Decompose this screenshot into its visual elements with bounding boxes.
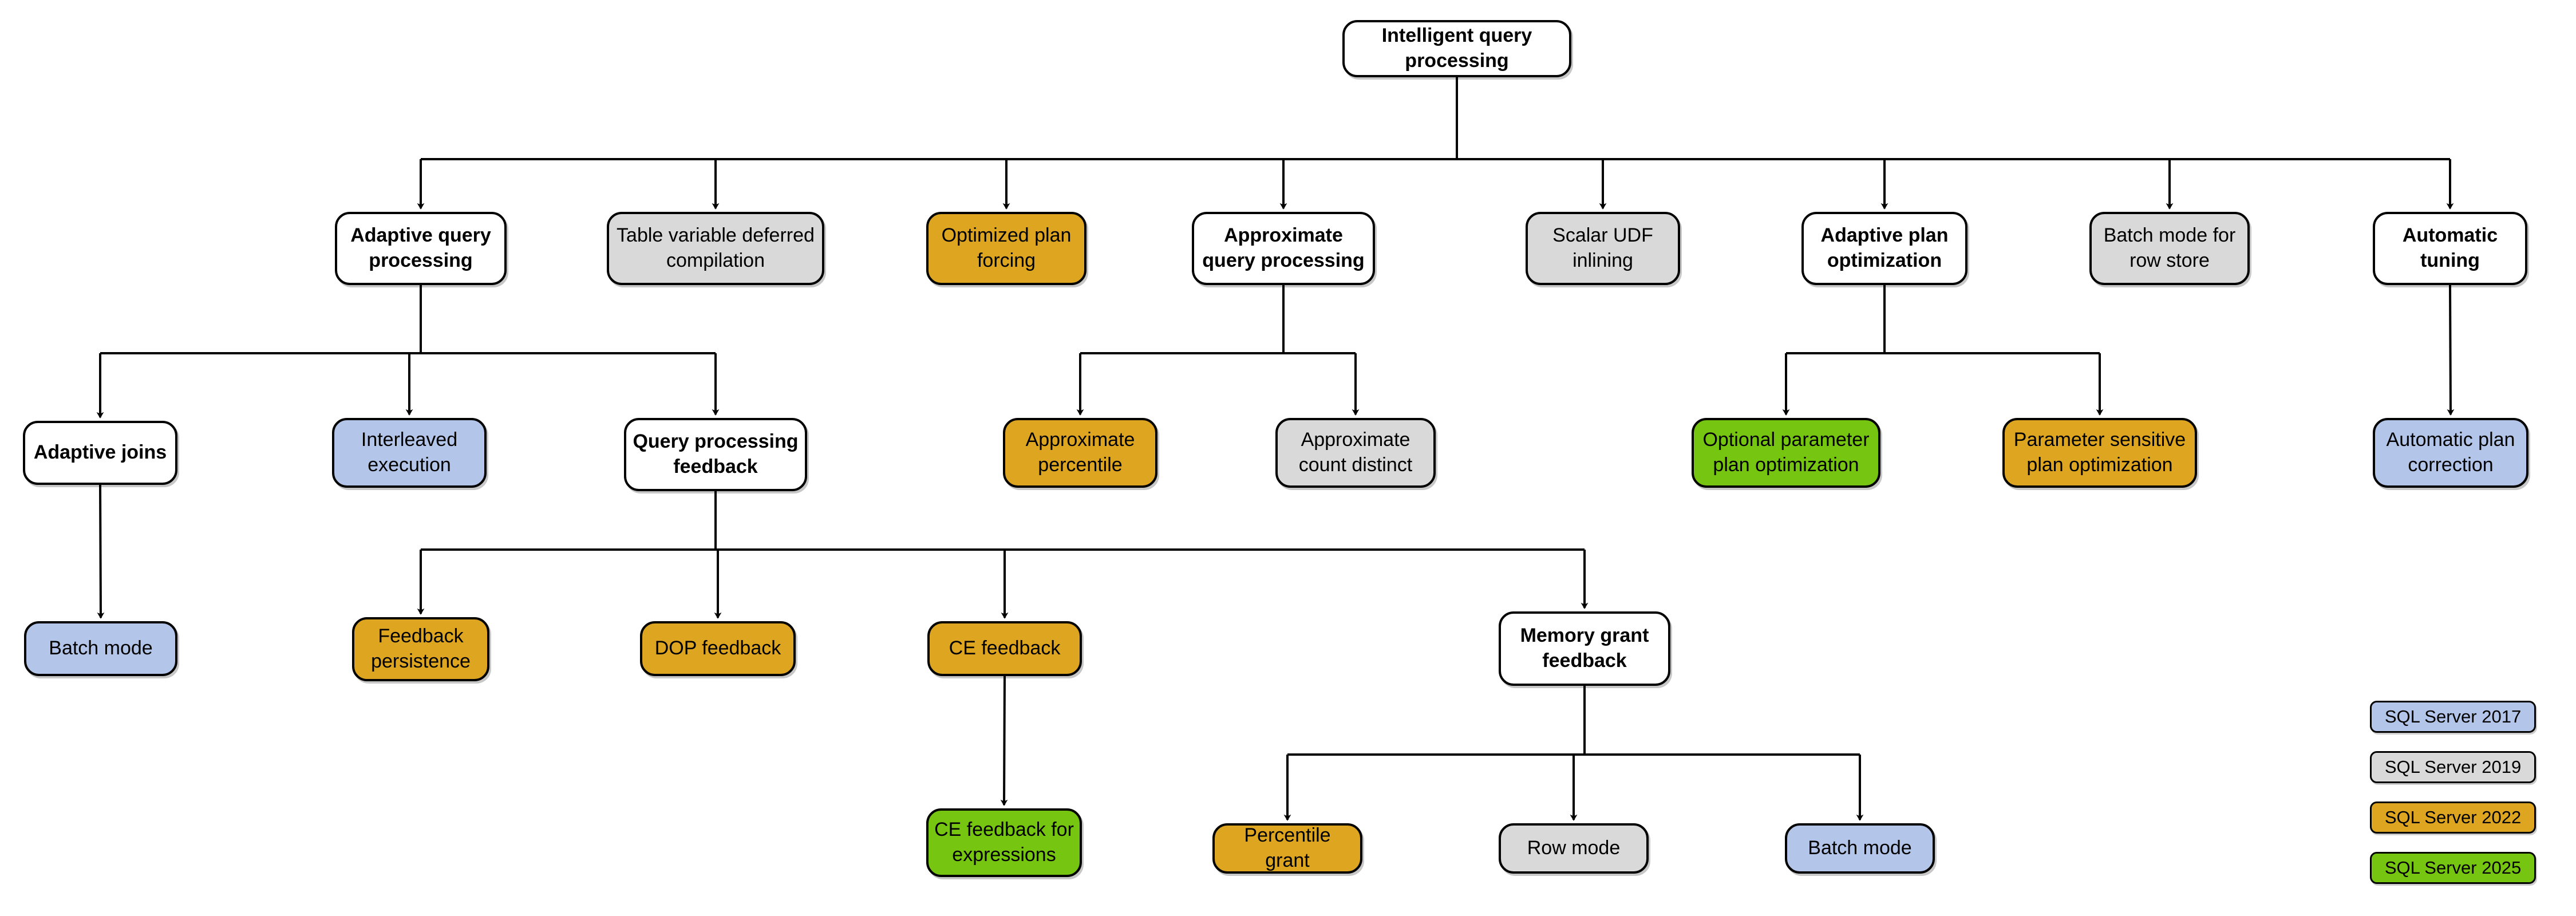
legend: SQL Server 2017 SQL Server 2019 SQL Serv…	[2370, 701, 2542, 867]
node-ce-feedback-for-expressions[interactable]: CE feedback for expressions	[926, 808, 1082, 877]
node-automatic-tuning[interactable]: Automatic tuning	[2373, 212, 2527, 285]
node-feedback-persistence[interactable]: Feedback persistence	[352, 617, 489, 681]
node-percentile-grant[interactable]: Percentile grant	[1212, 823, 1362, 874]
node-optional-parameter-plan-opt[interactable]: Optional parameter plan optimization	[1692, 418, 1880, 488]
node-parameter-sensitive-plan-opt[interactable]: Parameter sensitive plan optimization	[2002, 418, 2197, 488]
legend-item-2017: SQL Server 2017	[2370, 701, 2536, 733]
node-root[interactable]: Intelligent query processing	[1342, 20, 1571, 77]
legend-item-2019: SQL Server 2019	[2370, 751, 2536, 783]
node-batch-mode-aj[interactable]: Batch mode	[24, 621, 177, 676]
legend-item-2022: SQL Server 2022	[2370, 802, 2536, 834]
node-optimized-plan-forcing[interactable]: Optimized plan forcing	[926, 212, 1086, 285]
node-interleaved-execution[interactable]: Interleaved execution	[332, 418, 487, 488]
node-memory-grant-feedback[interactable]: Memory grant feedback	[1499, 611, 1670, 686]
node-adaptive-query-processing[interactable]: Adaptive query processing	[335, 212, 507, 285]
node-dop-feedback[interactable]: DOP feedback	[640, 621, 796, 676]
node-row-mode[interactable]: Row mode	[1499, 823, 1649, 874]
legend-item-2025: SQL Server 2025	[2370, 852, 2536, 884]
node-batch-mode-for-row-store[interactable]: Batch mode for row store	[2089, 212, 2250, 285]
node-batch-mode-mgf[interactable]: Batch mode	[1785, 823, 1935, 874]
node-approximate-count-distinct[interactable]: Approximate count distinct	[1275, 418, 1436, 488]
node-ce-feedback[interactable]: CE feedback	[927, 621, 1082, 676]
node-query-processing-feedback[interactable]: Query processing feedback	[624, 418, 807, 491]
node-adaptive-joins[interactable]: Adaptive joins	[23, 421, 177, 485]
node-scalar-udf-inlining[interactable]: Scalar UDF inlining	[1526, 212, 1680, 285]
node-table-variable-deferred[interactable]: Table variable deferred compilation	[607, 212, 824, 285]
node-adaptive-plan-optimization[interactable]: Adaptive plan optimization	[1801, 212, 1967, 285]
node-automatic-plan-correction[interactable]: Automatic plan correction	[2373, 418, 2528, 488]
node-approximate-query-processing[interactable]: Approximate query processing	[1192, 212, 1375, 285]
node-approximate-percentile[interactable]: Approximate percentile	[1003, 418, 1157, 488]
